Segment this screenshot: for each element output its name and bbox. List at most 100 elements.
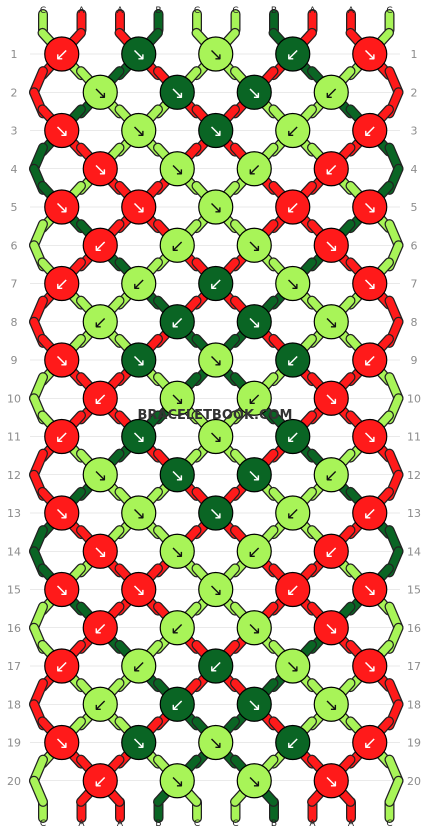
knot-arrow-icon: ↙ (363, 504, 377, 524)
knot-circle (82, 533, 118, 569)
knot-circle (275, 112, 311, 149)
row-number-left: 17 (7, 660, 21, 673)
row-number-left: 18 (7, 698, 21, 711)
knot-circle (44, 495, 80, 531)
strand-letter-top: A (78, 6, 85, 16)
row-number-right: 18 (407, 698, 421, 711)
knot-circle (44, 265, 80, 302)
knot-arrow-icon: ↘ (363, 45, 377, 65)
knot-arrow-icon: ↙ (363, 122, 377, 142)
knot: ↘ (159, 380, 195, 416)
knot-arrow-icon: ↘ (132, 504, 146, 524)
knot: ↙ (313, 533, 349, 569)
knot: ↙ (44, 418, 80, 455)
knot-circle (352, 495, 388, 531)
knot-circle (121, 36, 157, 72)
knot: ↘ (121, 342, 157, 378)
knot-arrow-icon: ↙ (324, 160, 338, 180)
strand-letter-bottom: C (386, 819, 392, 829)
knot-circle (44, 36, 80, 72)
knot-arrow-icon: ↘ (93, 466, 107, 486)
knot-circle (198, 648, 234, 684)
row-number-right: 13 (407, 507, 421, 520)
knot-circle (159, 380, 195, 416)
knot-circle (313, 686, 349, 722)
knot-circle (159, 763, 195, 799)
knot: ↘ (121, 112, 157, 149)
knot-circle (236, 151, 272, 187)
knot: ↙ (82, 380, 118, 416)
knot-circle (236, 457, 272, 493)
knot-arrow-icon: ↘ (209, 581, 223, 601)
strand-letter-top: B (155, 6, 161, 16)
knot-arrow-icon: ↘ (209, 45, 223, 65)
knot: ↘ (198, 418, 234, 455)
knot-circle (313, 304, 349, 340)
knot-circle (313, 227, 349, 263)
knot: ↘ (159, 151, 195, 187)
knot-arrow-icon: ↙ (363, 351, 377, 371)
row-number-right: 10 (407, 392, 421, 405)
knot-circle (236, 533, 272, 569)
knot-arrow-icon: ↙ (170, 313, 184, 333)
knot-circle (275, 342, 311, 378)
knot-circle (352, 112, 388, 149)
strand-letter-top: C (40, 6, 46, 16)
knot: ↙ (44, 36, 80, 72)
knot-arrow-icon: ↘ (324, 313, 338, 333)
knot: ↘ (236, 457, 272, 493)
knot: ↙ (313, 457, 349, 493)
row-number-left: 16 (7, 622, 21, 635)
knot-circle (121, 189, 157, 225)
knot: ↙ (275, 724, 311, 761)
knot-arrow-icon: ↘ (247, 313, 261, 333)
knot-circle (352, 648, 388, 684)
row-number-right: 7 (411, 278, 418, 291)
knot-arrow-icon: ↘ (247, 236, 261, 256)
knot-circle (121, 648, 157, 684)
row-number-right: 16 (407, 622, 421, 635)
row-number-right: 14 (407, 545, 421, 558)
knot-circle (275, 265, 311, 302)
knot: ↙ (352, 495, 388, 531)
knot-arrow-icon: ↙ (55, 428, 69, 448)
knot-arrow-icon: ↙ (55, 657, 69, 677)
knot-circle (236, 74, 272, 110)
knot: ↘ (198, 36, 234, 72)
knot-circle (313, 533, 349, 569)
knot-circle (82, 457, 118, 493)
row-number-right: 3 (411, 125, 418, 138)
knot: ↘ (236, 74, 272, 110)
knot-circle (313, 763, 349, 799)
knot-circle (198, 418, 234, 455)
knot-circle (121, 418, 157, 455)
strand-letter-top: B (271, 6, 277, 16)
knot: ↘ (121, 724, 157, 761)
knot-arrow-icon: ↘ (170, 83, 184, 103)
knot-arrow-icon: ↘ (363, 198, 377, 218)
knot-circle (352, 265, 388, 302)
knot: ↙ (236, 151, 272, 187)
knot-circle (44, 418, 80, 455)
knot-arrow-icon: ↙ (55, 275, 69, 295)
knot-arrow-icon: ↙ (55, 45, 69, 65)
knot-circle (159, 151, 195, 187)
strand-letter-top: C (232, 6, 238, 16)
knot: ↘ (44, 724, 80, 761)
knot-circle (275, 36, 311, 72)
knot: ↘ (313, 686, 349, 722)
knot-arrow-icon: ↘ (170, 542, 184, 562)
knot: ↘ (236, 610, 272, 646)
knot-arrow-icon: ↙ (324, 466, 338, 486)
knot: ↘ (198, 189, 234, 225)
knot-arrow-icon: ↙ (209, 657, 223, 677)
knot: ↙ (275, 571, 311, 608)
knot: ↙ (82, 686, 118, 722)
row-number-left: 13 (7, 507, 21, 520)
knot: ↘ (82, 74, 118, 110)
row-number-right: 15 (407, 584, 421, 597)
knot-circle (275, 418, 311, 455)
knot-arrow-icon: ↘ (324, 695, 338, 715)
